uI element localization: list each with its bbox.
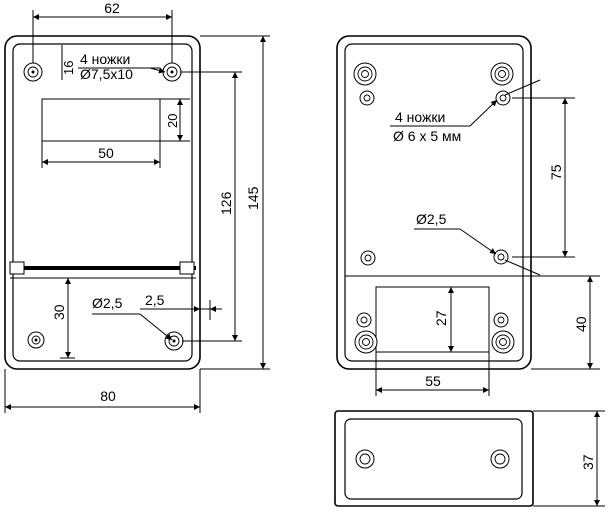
hole-leader-arrow	[139, 313, 173, 341]
dimension-30: 30	[51, 277, 75, 359]
dimension-126: 126	[180, 71, 242, 342]
back-feet-size-label: Ø 6 x 5 мм	[393, 128, 461, 144]
display-window	[41, 98, 161, 142]
front-feet-count-label: 4 ножки	[80, 51, 130, 67]
side-foot-left	[355, 449, 375, 469]
front-housing-inner	[12, 43, 193, 362]
dimension-75: 75	[504, 79, 575, 276]
rib-clip-right	[179, 261, 195, 275]
back-foot-bottom-right	[491, 330, 515, 354]
back-feet-count-label: 4 ножки	[395, 109, 445, 125]
feet-leader-arrow	[149, 67, 166, 74]
back-view: 4 ножки Ø 6 x 5 мм Ø2,5 75 27 40	[336, 35, 600, 396]
side-housing-inner	[344, 418, 523, 500]
dimension-145: 145	[200, 35, 270, 370]
dim-80-label: 80	[100, 388, 116, 404]
dim-16-label: 16	[61, 61, 76, 75]
back-hole-diameter-label: Ø2,5	[416, 211, 447, 227]
dim-40-label: 40	[573, 316, 589, 332]
dim-2-5-label: 2,5	[145, 292, 165, 308]
dim-75-label: 75	[548, 164, 564, 180]
dim-30-label: 30	[51, 304, 67, 320]
dim-75-bottom-leader	[504, 259, 541, 276]
back-foot-top-left	[353, 62, 377, 86]
back-terminal-opening	[375, 286, 490, 353]
dimension-55: 55	[375, 352, 490, 396]
dimension-16: 16	[61, 45, 76, 80]
dim-62-label: 62	[104, 0, 120, 16]
front-feet-size-label: Ø7,5x10	[80, 66, 133, 82]
dim-37-label: 37	[580, 454, 596, 470]
back-screw-2	[495, 90, 511, 106]
dimension-50: 50	[41, 141, 161, 168]
dimension-62: 62	[32, 0, 173, 63]
dim-55-label: 55	[425, 373, 441, 389]
back-screw-3	[360, 250, 376, 266]
back-housing-inner	[344, 43, 524, 362]
dim-145-label: 145	[245, 186, 261, 210]
back-feet-leader-arrow	[469, 99, 498, 127]
back-foot-top-right	[490, 62, 514, 86]
dim-27-label: 27	[433, 310, 449, 326]
back-foot-bottom-left	[354, 330, 378, 354]
rib-clip-left	[9, 261, 25, 275]
front-view: 62 4 ножки Ø7,5x10 16 20 50	[4, 0, 270, 413]
mount-hole-bottom-left	[27, 331, 45, 349]
dimension-20: 20	[160, 98, 190, 142]
front-hole-diameter-label: Ø2,5	[92, 295, 123, 311]
mount-hole-bottom-right	[164, 331, 184, 351]
side-view: 37	[334, 410, 605, 507]
back-screw-6	[493, 312, 509, 328]
dimension-27: 27	[433, 287, 454, 352]
mount-hole-top-left	[23, 62, 43, 82]
dimension-40: 40	[523, 275, 600, 370]
side-foot-right	[490, 449, 510, 469]
back-screw-1	[359, 90, 375, 106]
dimension-2-5: 2,5	[140, 292, 222, 320]
dimension-80: 80	[4, 369, 201, 413]
dim-126-label: 126	[218, 191, 234, 215]
dim-50-label: 50	[98, 145, 114, 161]
dim-75-top-leader	[504, 79, 541, 96]
mount-hole-top-right	[162, 62, 182, 82]
dimension-37: 37	[533, 410, 605, 507]
dim-20-label: 20	[165, 114, 180, 128]
back-hole-leader-arrow	[459, 228, 497, 255]
back-screw-5	[356, 312, 372, 328]
back-screw-4	[493, 249, 509, 265]
